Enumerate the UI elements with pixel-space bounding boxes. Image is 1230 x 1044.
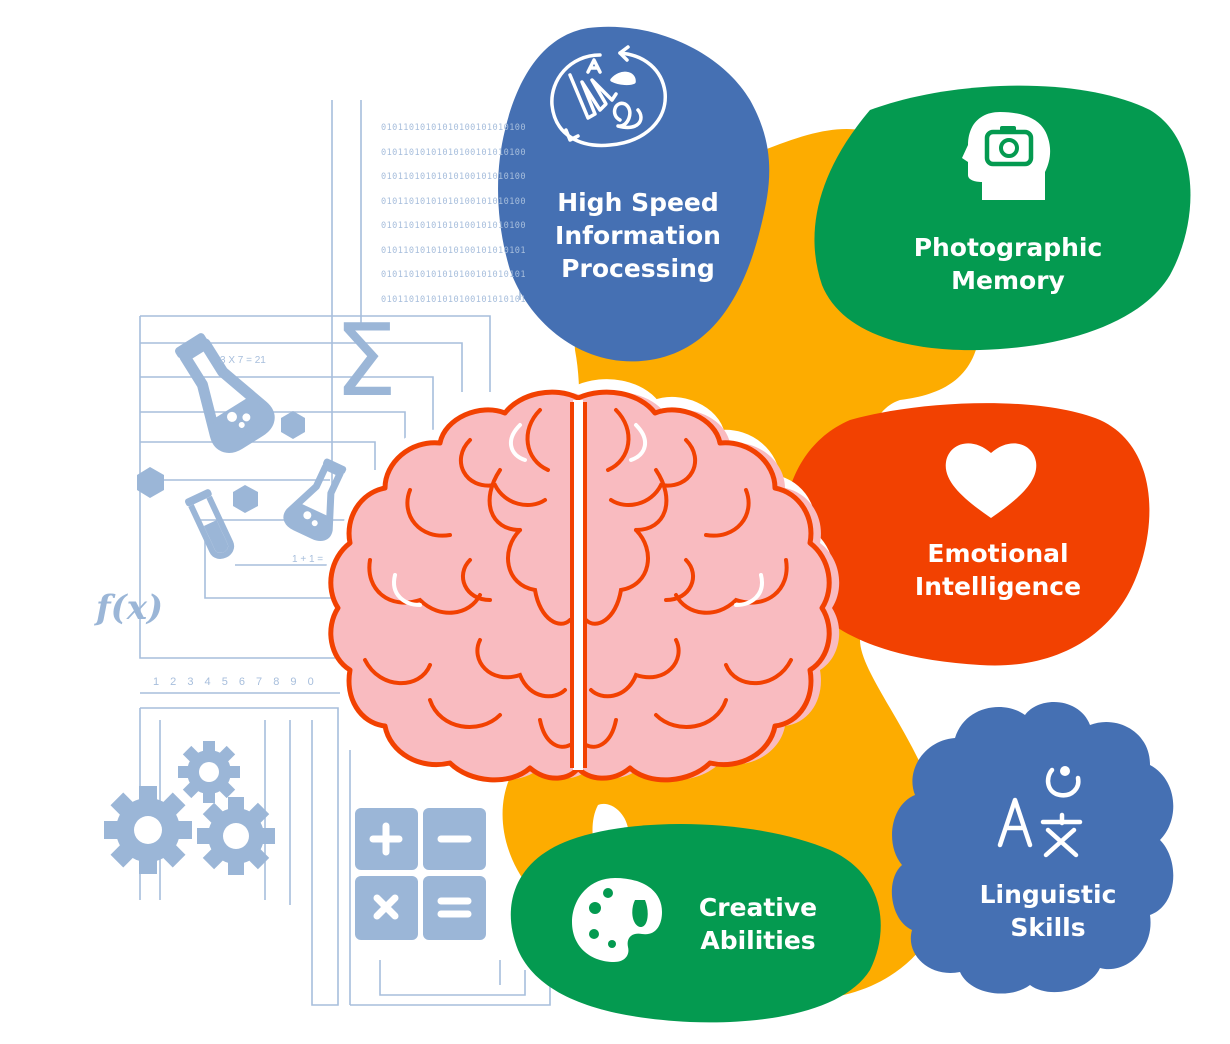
palette-icon xyxy=(572,878,662,962)
binary-line: 01011010101010100101010100 xyxy=(381,147,526,158)
photographic-memory-label: Photographic Memory xyxy=(913,233,1103,295)
digits-label: 1 2 3 4 5 6 7 8 9 0 xyxy=(153,676,318,688)
photographic-blob xyxy=(814,85,1191,351)
small-flask-icon xyxy=(283,458,347,541)
creative-blob xyxy=(510,823,881,1023)
flask-icon xyxy=(174,333,275,453)
gear-icon xyxy=(197,797,275,875)
binary-line: 01011010101010100101010100 xyxy=(381,221,526,231)
heart-icon xyxy=(945,443,1037,518)
calculator-icon xyxy=(355,808,486,940)
brain-illustration xyxy=(325,379,840,783)
sigma-icon: Σ xyxy=(334,302,397,419)
hexagon-icon xyxy=(281,411,305,439)
high-speed-label: High Speed Information Processing xyxy=(555,188,721,283)
science-icons: Σ xyxy=(104,302,486,940)
function-icon: f(x) xyxy=(96,588,164,628)
linguistic-blob xyxy=(891,702,1174,994)
test-tube-icon xyxy=(184,489,235,559)
binary-line: 01011010101010100101010101 xyxy=(381,245,526,256)
hexagon-icon xyxy=(137,467,164,498)
binary-code-block: 01011010101010100101010100 01011010101010… xyxy=(381,116,526,312)
multiplication-label: 3 X 7 = 21 xyxy=(220,355,266,366)
gear-icon xyxy=(104,786,192,874)
addition-label: 1 + 1 = xyxy=(292,554,324,565)
translate-icon xyxy=(997,766,1083,858)
hexagon-icon xyxy=(233,485,258,513)
binary-line: 01011010101010100101010101 xyxy=(381,270,526,280)
linguistic-skills-label: Linguistic Skills xyxy=(979,880,1117,942)
high-speed-blob xyxy=(498,26,770,362)
gear-icon xyxy=(178,741,240,803)
creative-abilities-label: Creative Abilities xyxy=(698,893,818,955)
binary-line: 01011010101010100101010101 xyxy=(381,294,526,305)
mind-map-icon xyxy=(550,45,667,148)
binary-line: 01011010101010100101010100 xyxy=(381,196,526,207)
emotional-intelligence-label: Emotional Intelligence xyxy=(914,539,1082,601)
emotional-blob xyxy=(784,403,1150,666)
head-camera-icon xyxy=(962,112,1051,200)
binary-line: 01011010101010100101010100 xyxy=(381,172,526,182)
binary-line: 01011010101010100101010100 xyxy=(381,123,526,133)
